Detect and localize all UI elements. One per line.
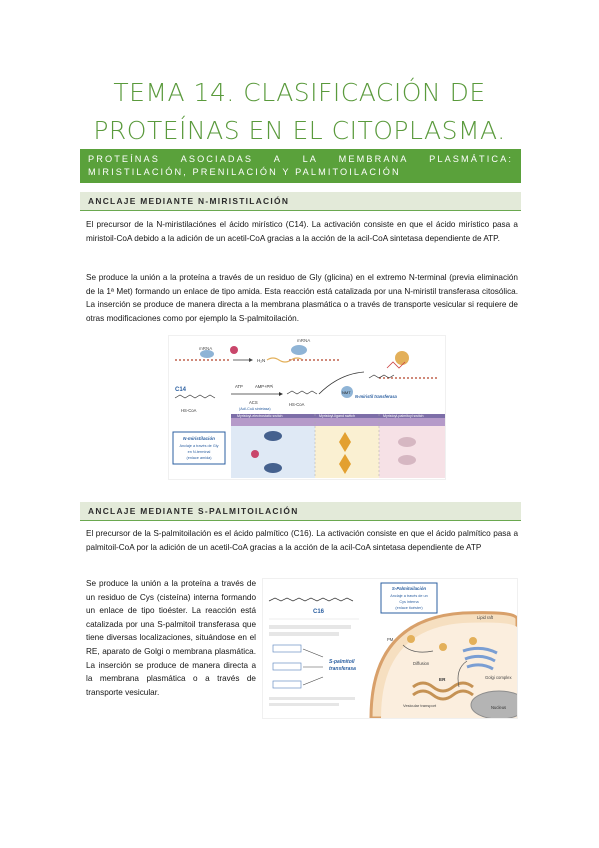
- mrna-label-1: mRNA: [199, 346, 212, 351]
- hscoa-label-2: HS-CoA: [289, 402, 305, 407]
- c14-label: C14: [175, 387, 187, 393]
- pm-label: PM: [387, 637, 394, 642]
- amp-label: AMP+PPi: [255, 384, 273, 389]
- section1-paragraph-2: Se produce la unión a la proteína a trav…: [86, 273, 518, 323]
- s-palmitoylation-figure: C16 S-palmitoil transferasa S-Palmitoila…: [262, 578, 518, 719]
- mrna-label-2: mRNA: [297, 338, 310, 343]
- title-line-2: PROTEÍNAS EN EL CITOPLASMA.: [93, 116, 506, 145]
- nmyristoylation-box-line-1: Anclaje a través de Gly: [179, 444, 218, 448]
- spalmitoylation-box-line-2: Cys interna: [399, 600, 419, 604]
- page-title: TEMA 14. CLASIFICACIÓN DE PROTEÍNAS EN E…: [0, 74, 599, 150]
- diffusion-label: Diffusion: [413, 661, 430, 666]
- er-label: ER: [439, 677, 446, 682]
- switch-1-label: Myristoyl-electrostatic switch: [237, 414, 283, 418]
- lipid-raft-label: Lipid raft: [477, 615, 494, 620]
- section2-paragraph-1: El precursor de la S-palmitoilación es e…: [86, 529, 518, 552]
- hscoa-label-1: HS-CoA: [181, 408, 197, 413]
- spalmitoylation-box-line-1: Anclaje a través de un: [390, 594, 428, 598]
- acs-sub-label: (Acil-CoA sintetasa): [239, 407, 271, 411]
- switch-3-label: Myristoyl-palmitoyl switch: [383, 414, 424, 418]
- nmyristoylation-box-line-2: en N-terminal: [188, 450, 211, 454]
- section1-heading: ANCLAJE MEDIANTE N-MIRISTILACIÓN: [80, 192, 521, 211]
- spalmitoylation-box-title: S-Palmitoilación: [392, 586, 426, 591]
- title-line-1: TEMA 14. CLASIFICACIÓN DE: [113, 78, 486, 107]
- h2n-label: H₂N: [257, 358, 265, 363]
- vesicular-transport-label: Vesicular transport: [403, 703, 437, 708]
- nmyristoylation-box-title: N-miristilación: [183, 436, 215, 441]
- nucleus-label: Nucleus: [491, 705, 506, 710]
- section2-paragraph-2: Se produce la unión a la proteína a trav…: [86, 579, 256, 697]
- s-palmitoyl-transferase-sub: transferasa: [329, 666, 356, 672]
- nmyristoylation-box-line-3: (enlace amida): [186, 456, 212, 460]
- nmt-label: NMT: [342, 390, 351, 395]
- section1-paragraph-1: El precursor de la N-miristilaciónes el …: [86, 220, 518, 243]
- section-banner: PROTEÍNAS ASOCIADAS A LA MEMBRANA PLASMÁ…: [80, 149, 521, 183]
- nmyristyl-transferase-label: N-miristil transferasa: [355, 394, 398, 399]
- spalmitoylation-box-line-3: (enlace tioéster): [395, 606, 423, 610]
- golgi-label: Golgi complex: [485, 675, 512, 680]
- atp-label: ATP: [235, 384, 243, 389]
- section2-heading: ANCLAJE MEDIANTE S-PALMITOILACIÓN: [80, 502, 521, 521]
- switch-2-label: Myristoyl-ligand switch: [319, 414, 355, 418]
- acs-label: ACS: [249, 400, 258, 405]
- n-myristoylation-figure: mRNA H₂N mRNA C14 HS-CoA ATP AMP+PPi ACS…: [168, 335, 446, 480]
- c16-label: C16: [313, 609, 325, 615]
- s-palmitoyl-transferase-title: S-palmitoil: [329, 659, 355, 665]
